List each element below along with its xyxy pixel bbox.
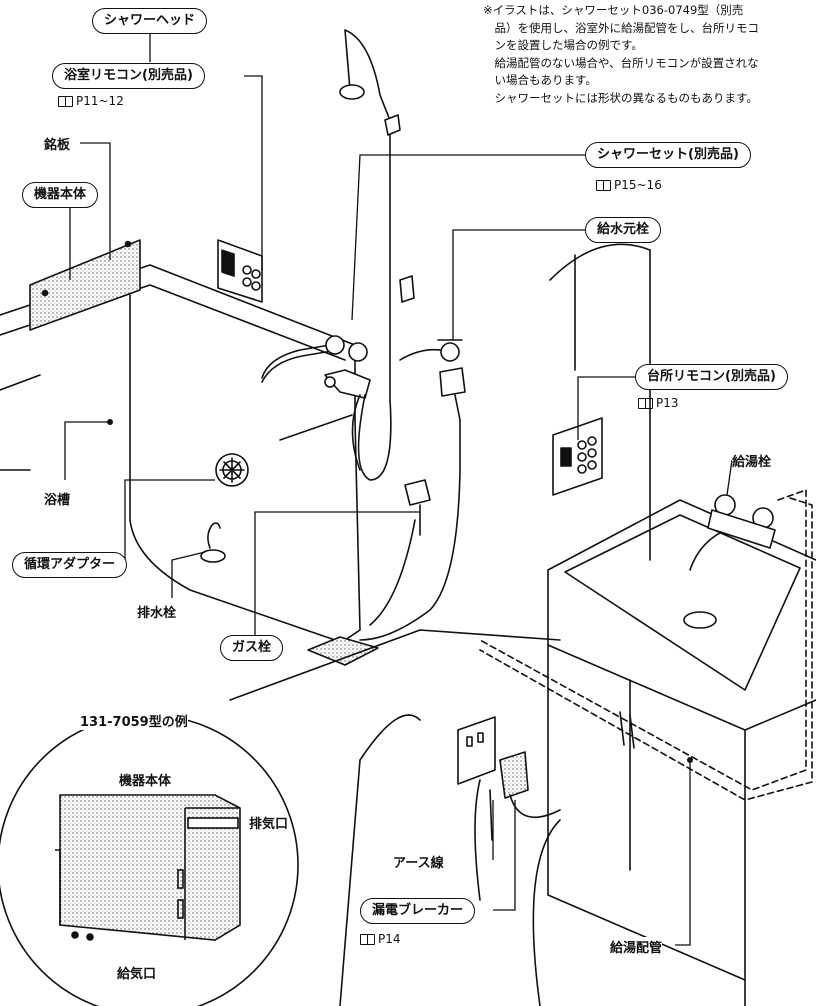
label-kitchen-remote: 台所リモコン(別売品) [635, 364, 788, 390]
label-hot-water-pipe: 給湯配管 [610, 937, 662, 956]
ref-breaker: P14 [360, 932, 401, 946]
ref-kitchen-remote: P13 [638, 396, 679, 410]
label-nameplate: 銘板 [44, 134, 70, 153]
bathtub-drawing [0, 265, 360, 650]
book-icon [596, 180, 611, 191]
label-water-valve: 給水元栓 [585, 217, 661, 243]
ref-text: P13 [656, 396, 679, 410]
book-icon [58, 96, 73, 107]
ref-text: P15~16 [614, 178, 662, 192]
label-bath-remote: 浴室リモコン(別売品) [52, 63, 205, 89]
sink-cabinet-drawing [548, 500, 816, 1006]
mixer-faucet-drawing [262, 336, 370, 398]
label-unit-body: 機器本体 [22, 182, 98, 208]
label-drain-plug: 排水栓 [137, 602, 176, 621]
note-line: 品）を使用し、浴室外に給湯配管をし、台所リモコ [483, 20, 813, 38]
ref-shower-set: P15~16 [596, 178, 662, 192]
note-line: シャワーセットには形状の異なるものもあります。 [483, 90, 813, 108]
ref-text: P14 [378, 932, 401, 946]
label-model-example: 131-7059型の例 [80, 711, 188, 730]
label-circulation-adapter: 循環アダプター [12, 552, 127, 578]
label-earth-wire: アース線 [393, 852, 444, 871]
label-exhaust: 排気口 [249, 813, 288, 832]
note-line: ンを設置した場合の例です。 [483, 37, 813, 55]
gas-valve-drawing [370, 480, 430, 625]
hot-tap-drawing [690, 495, 775, 570]
ref-text: P11~12 [76, 94, 124, 108]
label-hot-tap: 給湯栓 [732, 451, 771, 470]
label-inset-unit-body: 機器本体 [119, 770, 171, 789]
label-intake: 給気口 [117, 963, 156, 982]
note-line: 給湯配管のない場合や、台所リモコンが設置されな [483, 55, 813, 73]
book-icon [638, 398, 653, 409]
book-icon [360, 934, 375, 945]
illustration-note: ※イラストは、シャワーセット036-0749型（別売 品）を使用し、浴室外に給湯… [483, 2, 813, 107]
note-line: ※イラストは、シャワーセット036-0749型（別売 [483, 2, 813, 20]
note-line: い場合もあります。 [483, 72, 813, 90]
label-shower-head: シャワーヘッド [92, 8, 207, 34]
ref-bath-remote: P11~12 [58, 94, 124, 108]
outlet-breaker-drawing [458, 717, 560, 840]
shower-hose-drawing [340, 30, 400, 480]
label-shower-set: シャワーセット(別売品) [585, 142, 751, 168]
label-gas-valve: ガス栓 [220, 635, 283, 661]
unit-body-drawing [30, 240, 140, 330]
bath-remote-drawing [218, 240, 262, 302]
label-breaker: 漏電ブレーカー [360, 898, 475, 924]
label-bathtub: 浴槽 [44, 489, 70, 508]
